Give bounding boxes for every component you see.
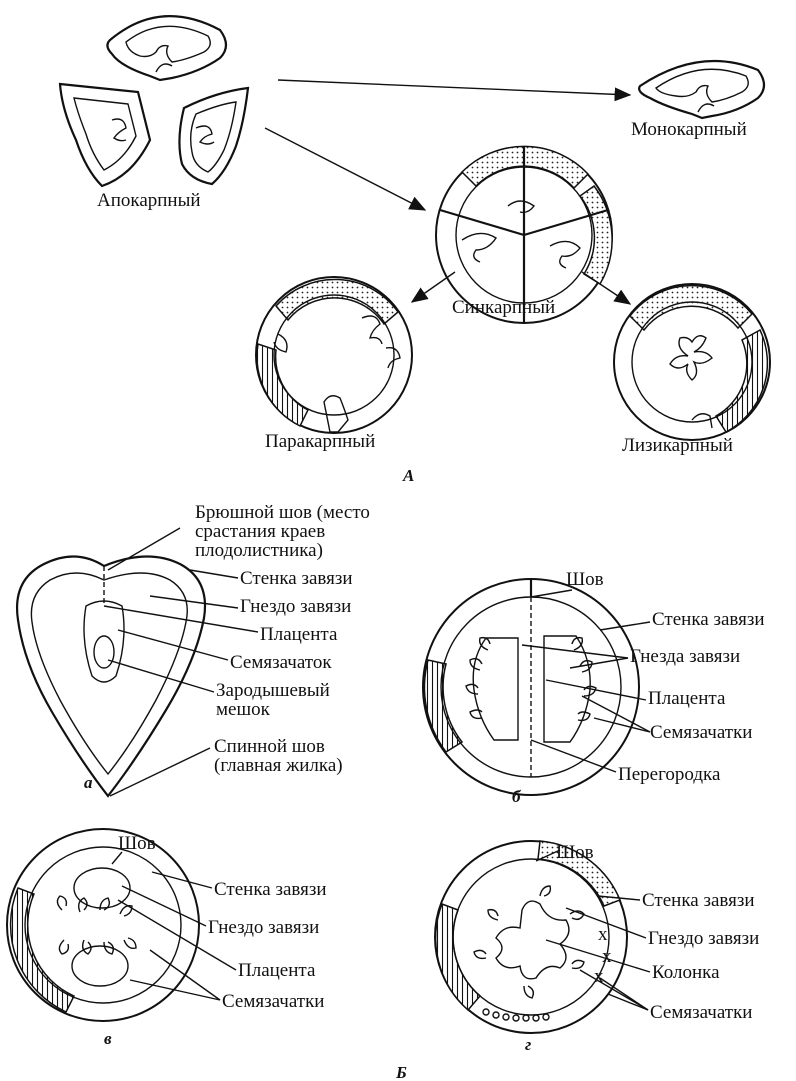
label-a-placenta: Плацента [260,624,338,645]
label-b-locules: Гнезда завязи [630,646,740,667]
panel-a-letter: а [84,773,93,792]
ventral-suture-line-3: плодолистника) [195,540,323,561]
panel-b-ovary [423,579,639,795]
section-b-letter: Б [395,1063,407,1081]
svg-text:x: x [602,946,612,967]
label-syncarpous: Синкарпный [452,297,555,318]
dorsal-suture-line-1: Спинной шов [214,736,325,757]
arrow-to-paracarpous [412,272,455,302]
ventral-suture-line-1: Брюшной шов (место [195,502,370,523]
svg-text:x: x [598,924,608,945]
label-v-suture: Шов [118,833,156,854]
paracarpous-gynoecium [256,277,412,433]
dorsal-suture-line-2: (главная жилка) [214,755,343,776]
panel-v-ovary [7,829,199,1021]
label-b-septum: Перегородка [618,764,721,785]
embryo-sac-line-2: мешок [216,699,271,720]
label-v-placenta: Плацента [238,960,316,981]
apocarpous-gynoecium [60,16,248,186]
label-g-locule: Гнездо завязи [648,928,759,949]
label-b-placenta: Плацента [648,688,726,709]
panel-g-letter: г [525,1035,531,1054]
panel-g-ovary: x x x [435,841,627,1033]
apocarpous-carpel-right [179,88,248,184]
embryo-sac-line-1: Зародышевый [216,680,330,701]
label-b-ovules: Семязачатки [650,722,752,743]
label-a-ovule: Семязачаток [230,652,332,673]
section-a-letter: А [402,466,414,485]
lysicarpous-gynoecium [614,284,770,440]
label-ventral-suture: Брюшной шов (место срастания краев плодо… [195,502,375,561]
label-lysicarpous: Лизикарпный [622,435,733,456]
label-v-locule: Гнездо завязи [208,917,319,938]
label-b-ovary-wall: Стенка завязи [652,609,765,630]
label-g-ovary-wall: Стенка завязи [642,890,755,911]
label-monocarpous: Монокарпный [631,119,747,140]
arrow-to-syncarpous [265,128,425,210]
label-b-suture: Шов [566,569,604,590]
label-a-locule: Гнездо завязи [240,596,351,617]
label-g-suture: Шов [556,842,594,863]
arrow-to-monocarpous [278,80,630,95]
monocarpous-gynoecium [639,61,764,118]
label-v-ovary-wall: Стенка завязи [214,879,327,900]
panel-v-letter: в [104,1029,112,1048]
panel-a-carpel [17,556,205,796]
label-g-ovules: Семязачатки [650,1002,752,1023]
apocarpous-carpel-left [60,84,150,186]
apocarpous-carpel-top [107,16,226,80]
label-g-column: Колонка [652,962,720,983]
label-a-ovary-wall: Стенка завязи [240,568,353,589]
label-paracarpous: Паракарпный [265,431,375,452]
label-embryo-sac: Зародышевый мешок [216,680,335,720]
label-v-ovules: Семязачатки [222,991,324,1012]
ventral-suture-line-2: срастания краев [195,521,325,542]
label-dorsal-suture: Спинной шов (главная жилка) [214,736,343,776]
label-apocarpous: Апокарпный [97,190,201,211]
